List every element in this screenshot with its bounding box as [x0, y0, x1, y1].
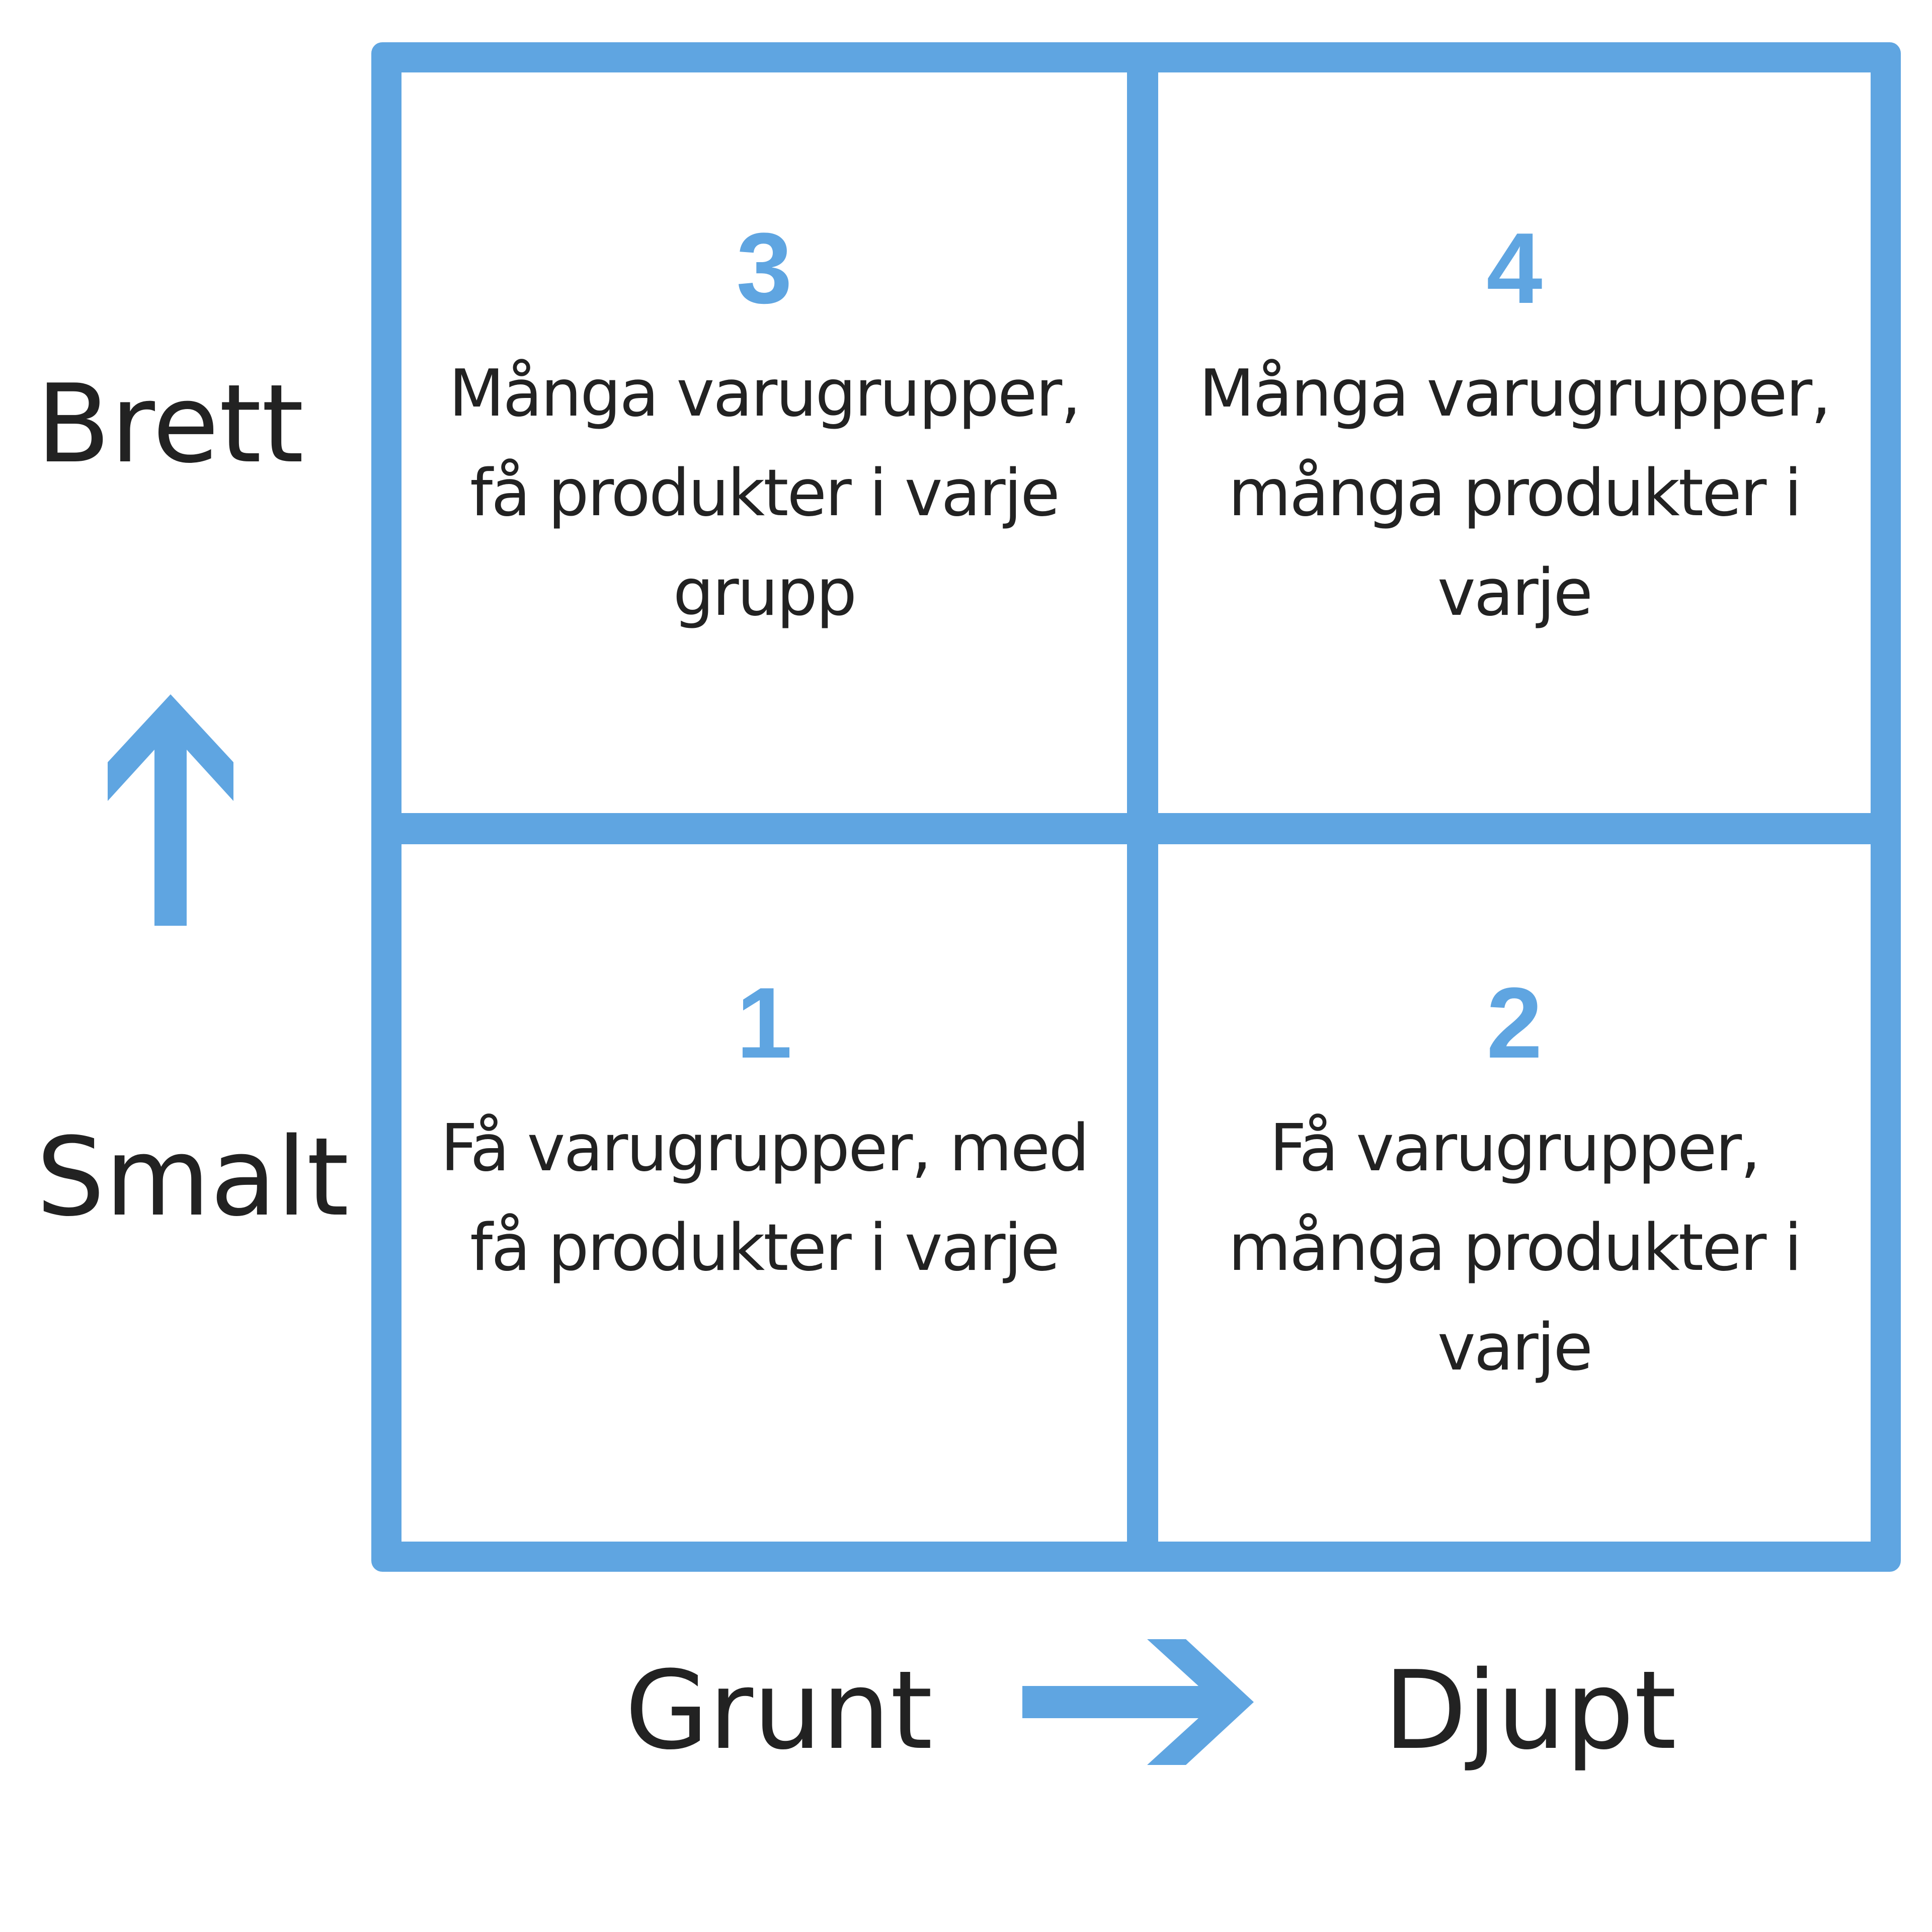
quadrant-number: 3 — [736, 212, 792, 325]
quadrant-description: Få varugrupper, med få produkter i varje — [440, 1111, 1090, 1285]
quadrant-3: 3 Många varugrupper, få produkter i varj… — [401, 218, 1127, 643]
horizontal-divider — [401, 813, 1871, 844]
quadrant-4: 4 Många varugrupper, många produkter i v… — [1158, 218, 1871, 643]
quadrant-1: 1 Få varugrupper, med få produkter i var… — [401, 973, 1127, 1298]
quadrant-description: Många varugrupper, många produkter i var… — [1199, 356, 1831, 630]
y-axis-bottom-label: Smalt — [36, 1114, 349, 1240]
quadrant-matrix: 3 Många varugrupper, få produkter i varj… — [371, 42, 1901, 1572]
quadrant-number: 2 — [1486, 967, 1543, 1079]
vertical-divider — [1127, 72, 1158, 1542]
arrow-up-icon — [108, 694, 233, 926]
quadrant-number: 1 — [736, 967, 792, 1079]
x-axis-right-label: Djupt — [1384, 1647, 1677, 1774]
quadrant-2: 2 Få varugrupper, många produkter i varj… — [1158, 973, 1871, 1398]
quadrant-description: Få varugrupper, många produkter i varje — [1228, 1111, 1802, 1385]
arrow-right-icon — [1022, 1639, 1254, 1765]
quadrant-description: Många varugrupper, få produkter i varje … — [449, 356, 1081, 630]
y-axis-top-label: Brett — [36, 361, 304, 487]
x-axis-left-label: Grunt — [625, 1647, 933, 1774]
quadrant-number: 4 — [1486, 212, 1543, 325]
